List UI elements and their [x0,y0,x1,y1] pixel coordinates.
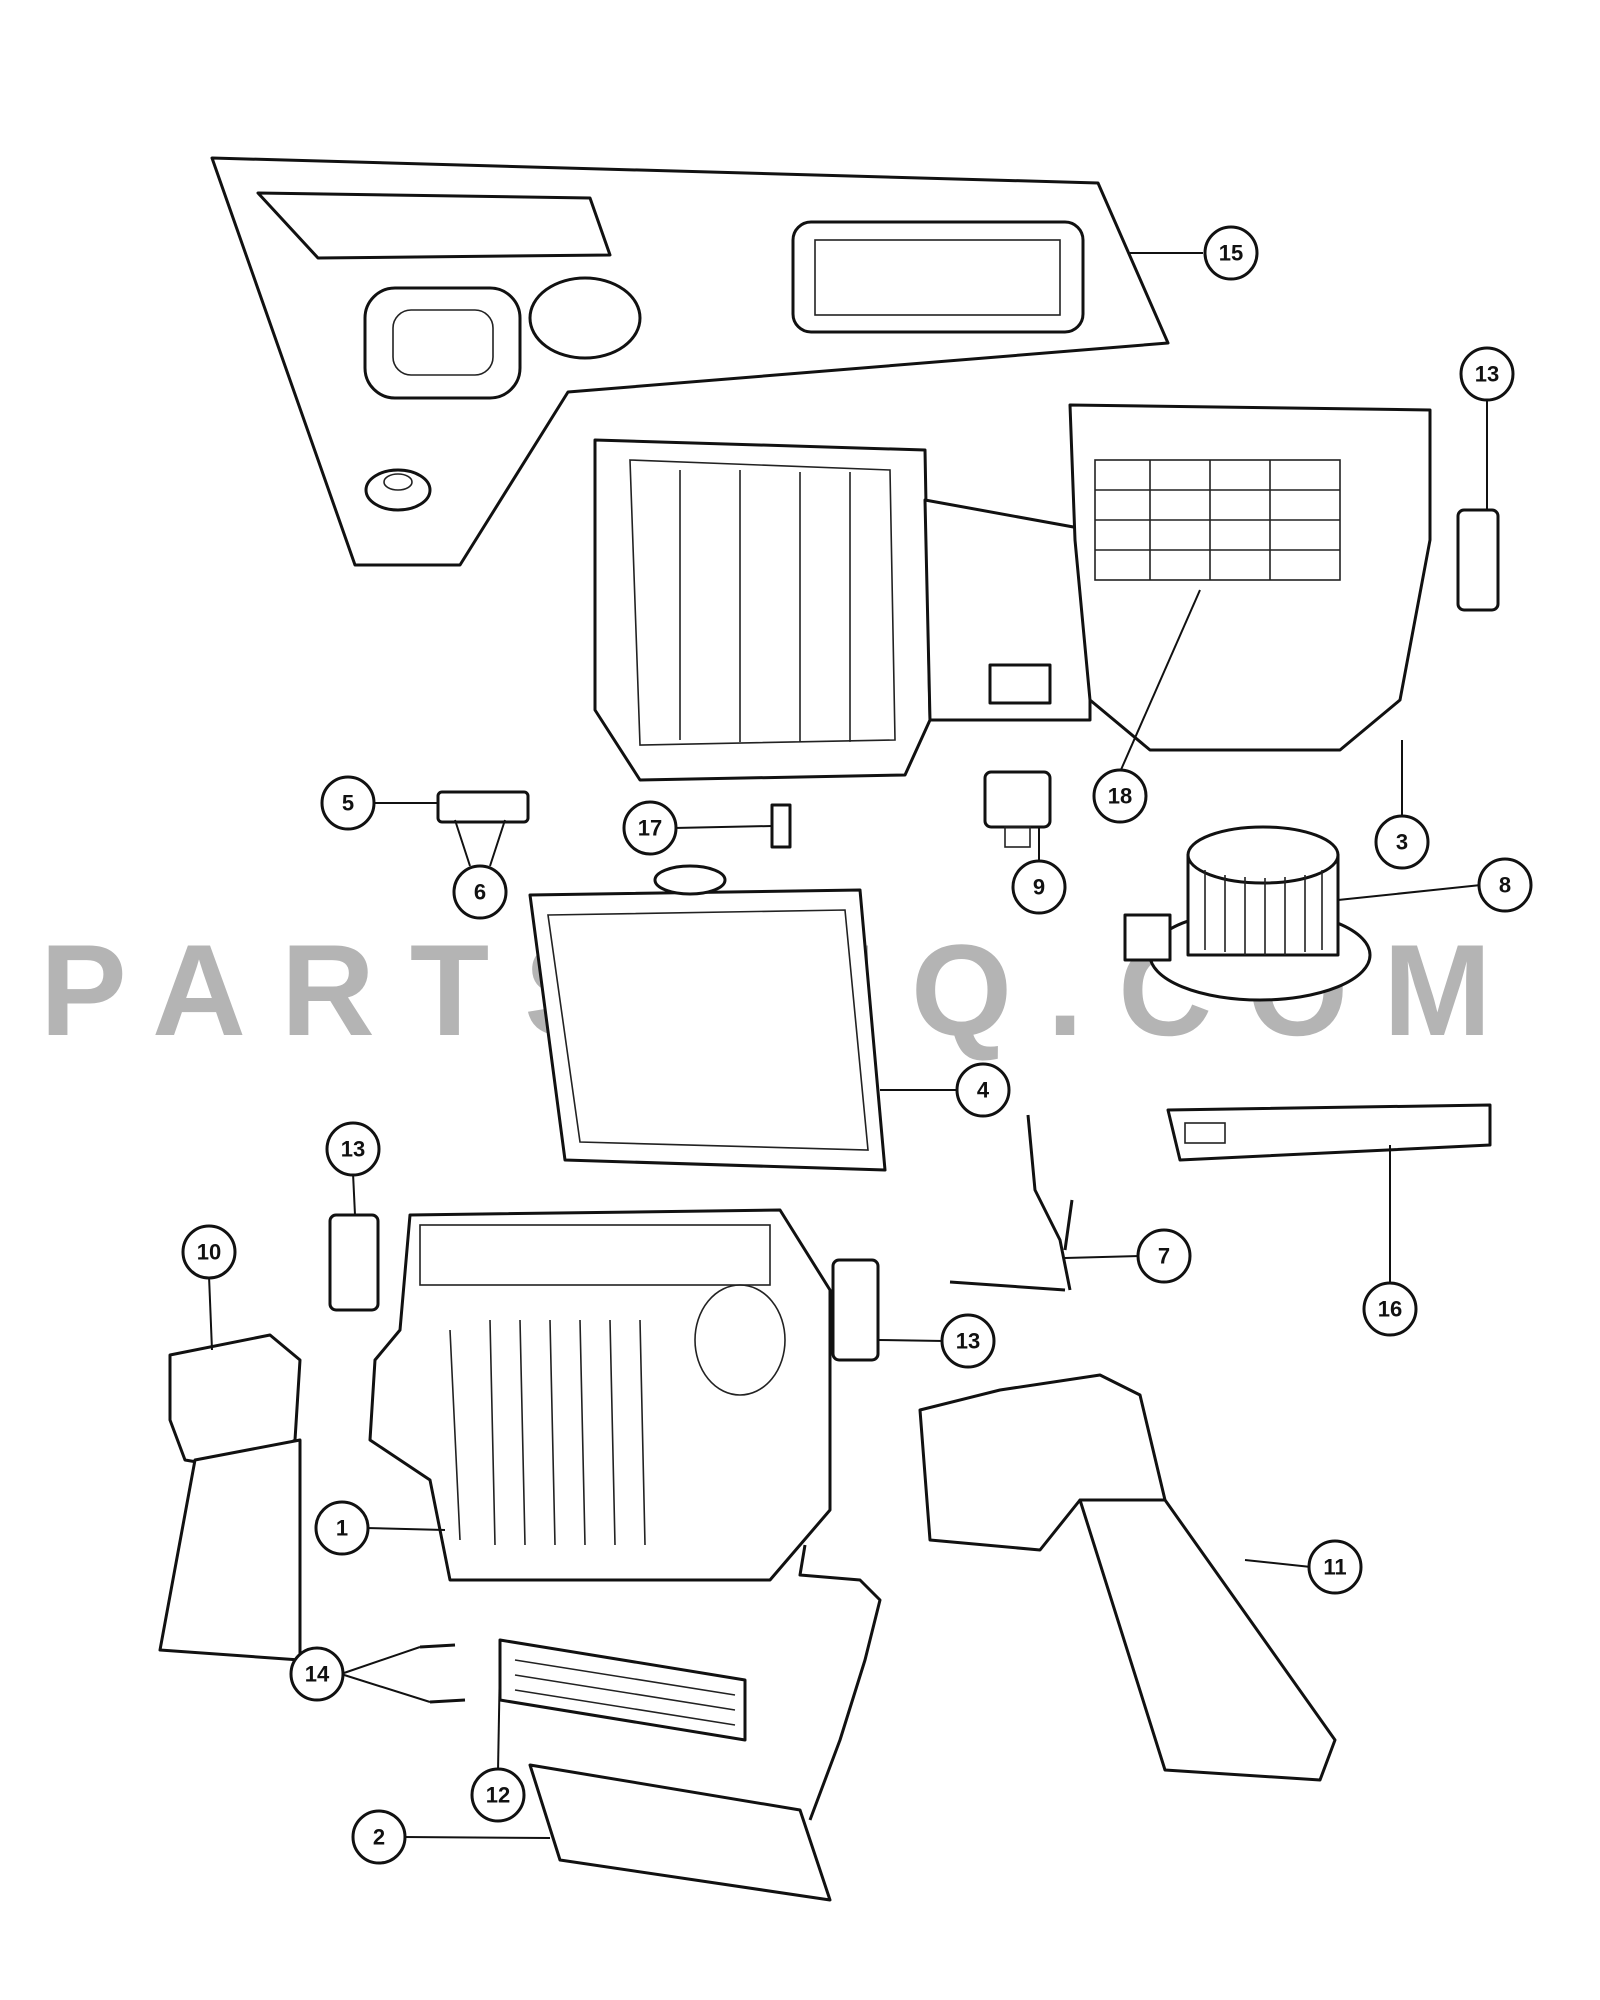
blower-motor [1123,825,1372,1002]
callout-7: 7 [1136,1228,1192,1284]
callout-8: 8 [1477,857,1533,913]
clip [770,803,792,849]
callout-15: 15 [1203,225,1259,281]
heater-core-cover [498,1638,747,1742]
callout-14: 14 [289,1646,345,1702]
sensor-harness [949,1114,1074,1292]
upper-hvac-housing [593,403,1432,782]
actuator-middle [831,1258,880,1362]
evaporator [528,864,887,1172]
callout-13: 13 [1459,346,1515,402]
svg-text:13: 13 [1475,362,1499,387]
callout-1: 1 [314,1500,370,1556]
svg-text:10: 10 [197,1240,221,1265]
svg-text:1: 1 [336,1516,348,1541]
duct-left [158,1333,302,1662]
svg-text:2: 2 [373,1825,385,1850]
cabin-filter [1166,1103,1492,1162]
callout-2: 2 [351,1809,407,1865]
callout-13: 13 [325,1121,381,1177]
callout-6: 6 [452,864,508,920]
callout-11: 11 [1307,1539,1363,1595]
svg-text:3: 3 [1396,830,1408,855]
actuator-upper-right [1456,508,1500,612]
duct-right [918,1373,1337,1782]
svg-text:17: 17 [638,816,662,841]
blower-resistor [983,770,1052,848]
svg-text:6: 6 [474,880,486,905]
callout-3: 3 [1374,814,1430,870]
svg-text:5: 5 [342,791,354,816]
svg-text:4: 4 [977,1078,990,1103]
actuator-left [328,1213,380,1312]
svg-text:11: 11 [1323,1555,1346,1580]
leader-lines [208,252,1488,1839]
svg-text:15: 15 [1219,241,1243,266]
svg-text:13: 13 [956,1329,980,1354]
callout-16: 16 [1362,1281,1418,1337]
lower-hvac-housing [368,1208,832,1582]
svg-text:8: 8 [1499,873,1511,898]
callout-17: 17 [622,800,678,856]
seal-kit-panel [210,156,1170,567]
callout-4: 4 [955,1062,1011,1118]
callout-13: 13 [940,1313,996,1369]
svg-text:9: 9 [1033,875,1045,900]
svg-text:13: 13 [341,1137,365,1162]
screws [419,1643,466,1704]
callout-12: 12 [470,1767,526,1823]
svg-text:7: 7 [1158,1244,1170,1269]
svg-text:18: 18 [1108,784,1132,809]
svg-text:12: 12 [486,1783,510,1808]
svg-text:16: 16 [1378,1297,1402,1322]
heater-core [528,1544,882,1902]
callout-9: 9 [1011,859,1067,915]
callout-10: 10 [181,1224,237,1280]
callout-5: 5 [320,775,376,831]
expansion-valve [436,790,530,824]
callout-18: 18 [1092,768,1148,824]
svg-text:14: 14 [305,1662,330,1687]
